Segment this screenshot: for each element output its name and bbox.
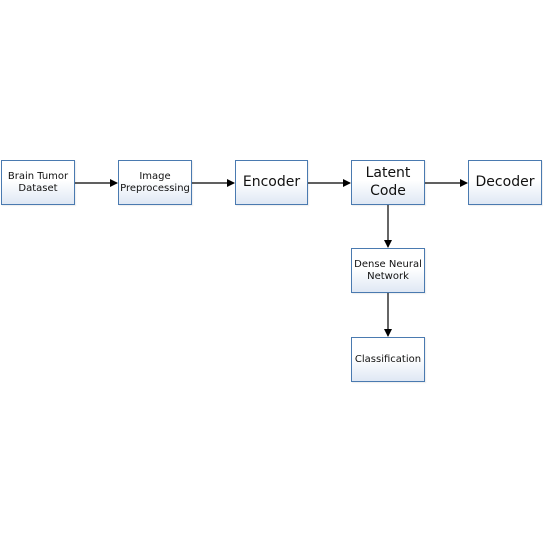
node-label: Decoder xyxy=(475,173,535,190)
node-dense-neural-network: Dense Neural Network xyxy=(351,248,425,293)
node-label: Encoder xyxy=(242,173,301,190)
node-decoder: Decoder xyxy=(468,160,542,205)
node-brain-tumor-dataset: Brain Tumor Dataset xyxy=(1,160,75,205)
node-label: Classification xyxy=(354,353,422,365)
node-encoder: Encoder xyxy=(235,160,308,205)
node-latent-code: Latent Code xyxy=(351,160,425,205)
node-classification: Classification xyxy=(351,337,425,382)
node-image-preprocessing: Image Preprocessing xyxy=(118,160,192,205)
node-label: Latent Code xyxy=(365,165,411,199)
node-label: Brain Tumor Dataset xyxy=(7,170,69,194)
node-label: Image Preprocessing xyxy=(120,170,190,194)
node-label: Dense Neural Network xyxy=(354,258,422,282)
